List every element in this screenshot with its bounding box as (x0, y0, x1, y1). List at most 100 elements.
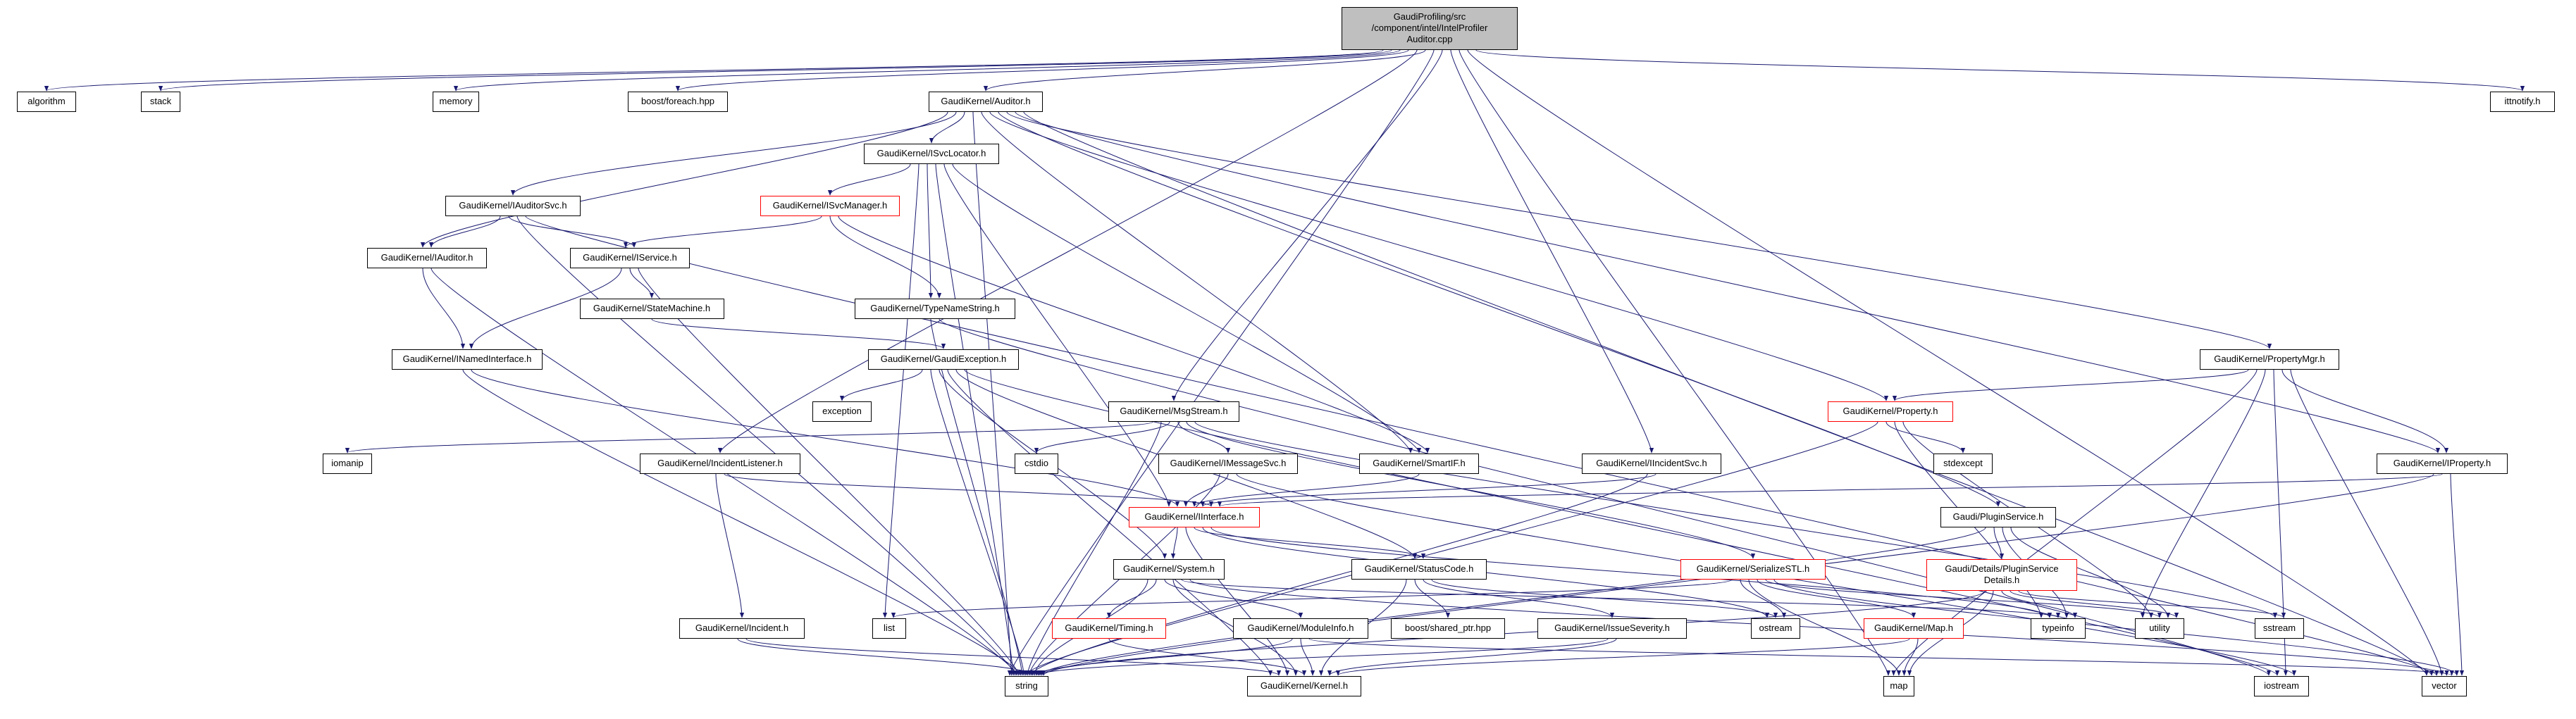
graph-node-string[interactable]: string (1005, 676, 1048, 696)
include-edge-root-memory (454, 49, 1401, 92)
include-edge-property-stdexcept (1885, 421, 1966, 454)
include-edge-isvclocator-iinterface (943, 163, 1172, 507)
graph-node-timing[interactable]: GaudiKernel/Timing.h (1052, 618, 1166, 639)
graph-node-utility[interactable]: utility (2135, 618, 2184, 639)
graph-node-map_h[interactable]: GaudiKernel/Map.h (1864, 618, 1964, 639)
graph-node-propertymgr[interactable]: GaudiKernel/PropertyMgr.h (2200, 349, 2339, 370)
graph-node-smartif[interactable]: GaudiKernel/SmartIF.h (1359, 454, 1479, 474)
graph-node-label: boost/foreach.hpp (640, 96, 715, 106)
include-edge-serializestl-list (891, 579, 1733, 618)
graph-node-sstream[interactable]: sstream (2255, 618, 2304, 639)
graph-node-label: GaudiKernel/IncidentListener.h (657, 458, 783, 468)
graph-node-isvcmanager[interactable]: GaudiKernel/ISvcManager.h (760, 196, 900, 216)
graph-node-label: GaudiKernel/MsgStream.h (1120, 406, 1228, 416)
graph-node-statemachine[interactable]: GaudiKernel/StateMachine.h (579, 299, 724, 319)
graph-node-property[interactable]: GaudiKernel/Property.h (1828, 401, 1953, 422)
graph-node-root: GaudiProfiling/src/component/intel/Intel… (1342, 7, 1518, 50)
graph-node-map[interactable]: map (1883, 676, 1914, 696)
include-edge-iinterface-kernel (1185, 527, 1290, 676)
graph-node-moduleinfo[interactable]: GaudiKernel/ModuleInfo.h (1233, 618, 1368, 639)
graph-node-label: GaudiKernel/ISvcLocator.h (877, 148, 986, 158)
graph-node-iproperty[interactable]: GaudiKernel/IProperty.h (2377, 454, 2508, 474)
include-edge-serializestl-map (1748, 579, 1902, 676)
graph-node-label: list (884, 623, 895, 633)
graph-node-list[interactable]: list (872, 618, 906, 639)
graph-node-stdexcept[interactable]: stdexcept (1933, 454, 1993, 474)
include-edge-auditor_h-pluginservice (998, 111, 2000, 507)
include-edge-map_h-map (1902, 638, 1919, 676)
include-edge-typenamestring-string (930, 318, 1024, 676)
graph-node-iinterface[interactable]: GaudiKernel/IInterface.h (1129, 507, 1260, 527)
graph-node-statuscode[interactable]: GaudiKernel/StatusCode.h (1351, 559, 1487, 580)
graph-node-label: /component/intel/IntelProfiler (1371, 23, 1488, 33)
graph-node-inamedinterface[interactable]: GaudiKernel/INamedInterface.h (392, 349, 543, 370)
include-edge-auditor_h-property (989, 111, 1888, 401)
graph-node-label: GaudiKernel/SmartIF.h (1373, 458, 1466, 468)
include-edge-propertymgr-utility (2140, 369, 2266, 618)
graph-node-serializestl[interactable]: GaudiKernel/SerializeSTL.h (1680, 559, 1826, 580)
graph-node-boost_foreach[interactable]: boost/foreach.hpp (628, 92, 728, 112)
graph-node-label: GaudiKernel/Timing.h (1065, 623, 1153, 633)
include-edge-propertymgr-iproperty (2281, 369, 2449, 454)
include-edge-serializestl-ostream (1740, 579, 1787, 618)
include-edge-psdetails-string (1039, 590, 1986, 676)
include-edge-moduleinfo-kernel (1300, 638, 1315, 676)
include-edge-inamedinterface-iinterface (471, 369, 1180, 507)
graph-node-issueseverity[interactable]: GaudiKernel/IssueSeverity.h (1537, 618, 1687, 639)
graph-node-cstdio[interactable]: cstdio (1015, 454, 1058, 474)
graph-node-label: string (1015, 680, 1038, 691)
graph-node-iostream[interactable]: iostream (2254, 676, 2309, 696)
graph-node-incidentlistener[interactable]: GaudiKernel/IncidentListener.h (640, 454, 800, 474)
include-edge-serializestl-map_h (1757, 579, 1916, 618)
graph-node-label: Auditor.cpp (1406, 34, 1453, 44)
graph-node-ittnotify[interactable]: ittnotify.h (2490, 92, 2555, 112)
graph-node-label: GaudiKernel/Kernel.h (1260, 680, 1349, 691)
include-edge-iinterface-typeinfo (1210, 527, 2052, 618)
graph-node-gaudiexception[interactable]: GaudiKernel/GaudiException.h (868, 349, 1019, 370)
graph-node-iauditorsvc[interactable]: GaudiKernel/IAuditorSvc.h (445, 196, 581, 216)
graph-node-label: map (1890, 680, 1908, 691)
graph-node-iauditor[interactable]: GaudiKernel/IAuditor.h (367, 248, 487, 268)
graph-node-label: iomanip (331, 458, 364, 468)
include-edge-system-vector (1189, 579, 2449, 676)
graph-node-incident[interactable]: GaudiKernel/Incident.h (679, 618, 805, 639)
graph-node-iomanip[interactable]: iomanip (323, 454, 372, 474)
graph-node-typeinfo[interactable]: typeinfo (2031, 618, 2086, 639)
graph-node-vector[interactable]: vector (2422, 676, 2467, 696)
include-edge-psdetails-sstream (2018, 590, 2286, 618)
graph-node-isvclocator[interactable]: GaudiKernel/ISvcLocator.h (864, 144, 999, 164)
graph-node-typenamestring[interactable]: GaudiKernel/TypeNameString.h (855, 299, 1015, 319)
include-edge-pluginservice-string (1037, 527, 1986, 676)
graph-node-iservice[interactable]: GaudiKernel/IService.h (570, 248, 690, 268)
graph-node-label: GaudiKernel/Map.h (1874, 623, 1953, 633)
graph-node-kernel[interactable]: GaudiKernel/Kernel.h (1247, 676, 1361, 696)
graph-node-iincidentsvc[interactable]: GaudiKernel/IIncidentSvc.h (1582, 454, 1721, 474)
graph-node-label: memory (439, 96, 473, 106)
include-edge-gaudiexception-exception (839, 369, 923, 401)
graph-node-label: GaudiKernel/IInterface.h (1144, 511, 1244, 522)
graph-node-stack[interactable]: stack (141, 92, 180, 112)
graph-node-imessagesvc[interactable]: GaudiKernel/IMessageSvc.h (1158, 454, 1298, 474)
graph-node-pluginservice[interactable]: Gaudi/PluginService.h (1940, 507, 2056, 527)
include-edge-system-typeinfo (1181, 579, 2060, 618)
graph-node-label: GaudiKernel/PropertyMgr.h (2214, 354, 2325, 364)
graph-node-ostream[interactable]: ostream (1751, 618, 1800, 639)
graph-node-label: GaudiKernel/IssueSeverity.h (1554, 623, 1670, 633)
graph-node-system[interactable]: GaudiKernel/System.h (1113, 559, 1225, 580)
include-edge-isvclocator-string (935, 163, 1016, 676)
graph-node-msgstream[interactable]: GaudiKernel/MsgStream.h (1108, 401, 1239, 422)
graph-node-memory[interactable]: memory (433, 92, 479, 112)
graph-node-exception[interactable]: exception (812, 401, 872, 422)
include-edge-msgstream-imessagesvc (1177, 421, 1231, 454)
include-edge-psdetails-typeinfo (2001, 590, 2078, 618)
graph-node-algorithm[interactable]: algorithm (17, 92, 76, 112)
graph-node-boost_sharedptr[interactable]: boost/shared_ptr.hpp (1391, 618, 1505, 639)
graph-node-auditor_h[interactable]: GaudiKernel/Auditor.h (929, 92, 1043, 112)
graph-node-label: GaudiKernel/IIncidentSvc.h (1596, 458, 1707, 468)
graph-node-label: vector (2432, 680, 2457, 691)
include-edge-propertymgr-map (1891, 369, 2258, 676)
include-edge-statuscode-ostream (1431, 579, 1778, 618)
